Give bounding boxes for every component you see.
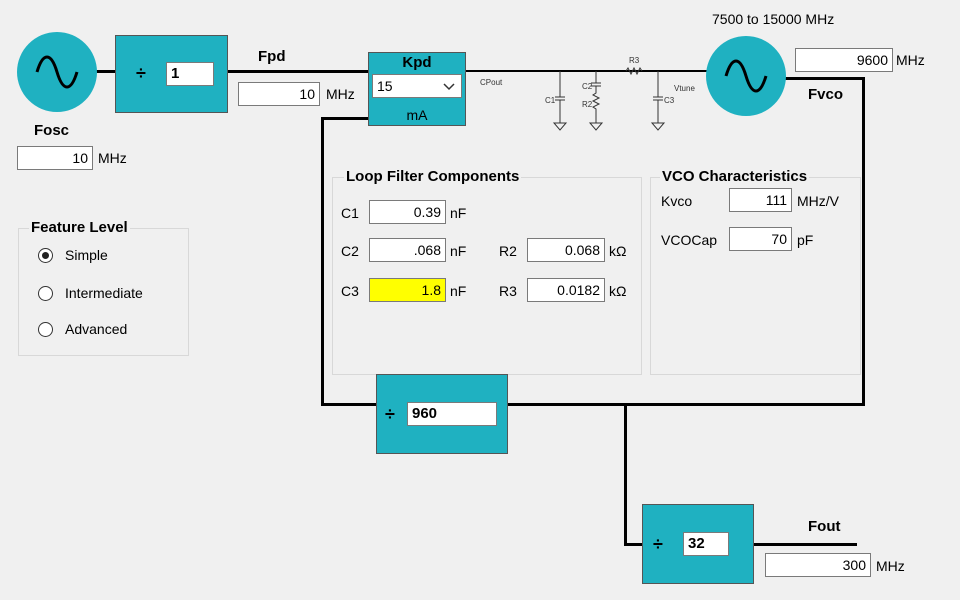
loop-filter-schematic [552, 66, 666, 131]
schematic-c2-label: C2 [582, 82, 593, 91]
loop-filter-title: Loop Filter Components [344, 168, 522, 185]
output-divider-block: ÷ 32 [642, 504, 754, 584]
charge-pump-block: Kpd 15 mA [368, 52, 466, 126]
vtune-label: Vtune [674, 84, 695, 93]
vco-characteristics-title: VCO Characteristics [660, 168, 810, 185]
wire-out [754, 543, 857, 546]
radio-intermediate[interactable] [38, 286, 53, 301]
kpd-unit: mA [406, 107, 428, 123]
r2-label: R2 [499, 243, 517, 259]
radio-advanced[interactable] [38, 322, 53, 337]
radio-intermediate-label[interactable]: Intermediate [65, 285, 143, 301]
wire-to-out-div-down [624, 403, 627, 545]
fvco-unit: MHz [896, 52, 925, 68]
fvco-label: Fvco [808, 86, 844, 103]
fvco-input[interactable]: 9600 [795, 48, 893, 72]
fpd-unit: MHz [326, 86, 355, 102]
c1-unit: nF [450, 205, 467, 221]
wire-osc-to-r [95, 70, 115, 73]
r2-unit: kΩ [609, 243, 627, 259]
c2-unit: nF [450, 243, 467, 259]
cpout-label: CPout [480, 78, 503, 87]
sine-wave-icon [724, 59, 768, 93]
kpd-select-value: 15 [377, 78, 393, 94]
wire-kpd-to-vco [466, 70, 710, 72]
wire-feedback-left [321, 403, 376, 406]
c1-input[interactable]: 0.39 [369, 200, 446, 224]
kvco-input[interactable]: 111 [729, 188, 792, 212]
reference-oscillator [17, 32, 97, 112]
sine-wave-icon [35, 55, 79, 89]
c1-label: C1 [341, 205, 359, 221]
divide-icon: ÷ [385, 404, 395, 424]
vcocap-label: VCOCap [661, 232, 718, 248]
fpd-input[interactable]: 10 [238, 82, 320, 106]
fout-label: Fout [808, 518, 841, 535]
n-divider-input[interactable]: 960 [407, 402, 497, 426]
kvco-label: Kvco [661, 193, 693, 209]
schematic-c3-label: C3 [664, 96, 675, 105]
r2-input[interactable]: 0.068 [527, 238, 605, 262]
vco-oscillator [706, 36, 786, 116]
r3-label: R3 [499, 283, 517, 299]
r3-input[interactable]: 0.0182 [527, 278, 605, 302]
c2-input[interactable]: .068 [369, 238, 446, 262]
fpd-label: Fpd [258, 48, 286, 65]
kpd-select[interactable]: 15 [372, 74, 462, 98]
r-divider-input[interactable]: 1 [166, 62, 214, 86]
divide-icon: ÷ [653, 534, 663, 554]
feature-level-title: Feature Level [29, 219, 130, 236]
wire-vco-right-top [765, 77, 863, 80]
c3-unit: nF [450, 283, 467, 299]
vcocap-input[interactable]: 70 [729, 227, 792, 251]
wire-r-to-kpd [228, 70, 368, 73]
schematic-r2-label: R2 [582, 100, 593, 109]
fout-unit: MHz [876, 558, 905, 574]
fosc-unit: MHz [98, 150, 127, 166]
wire-feedback-up [321, 117, 324, 406]
radio-simple[interactable] [38, 248, 53, 263]
r-divider-block: ÷ 1 [115, 35, 228, 113]
fout-input[interactable]: 300 [765, 553, 871, 577]
schematic-c1-label: C1 [545, 96, 556, 105]
n-divider-block: ÷ 960 [376, 374, 508, 454]
r3-unit: kΩ [609, 283, 627, 299]
fosc-label: Fosc [34, 122, 70, 139]
chevron-down-icon [443, 83, 455, 91]
wire-to-out-div [624, 543, 642, 546]
vcocap-unit: pF [797, 232, 814, 248]
kpd-label: Kpd [402, 54, 432, 71]
c2-label: C2 [341, 243, 359, 259]
radio-advanced-label[interactable]: Advanced [65, 321, 128, 337]
kvco-unit: MHz/V [797, 193, 839, 209]
vco-range-label: 7500 to 15000 MHz [712, 11, 835, 27]
wire-vco-right-down [862, 77, 865, 404]
c3-input[interactable]: 1.8 [369, 278, 446, 302]
schematic-r3-label: R3 [629, 56, 640, 65]
wire-feedback-right [508, 403, 865, 406]
c3-label: C3 [341, 283, 359, 299]
fosc-input[interactable]: 10 [17, 146, 93, 170]
output-divider-input[interactable]: 32 [683, 532, 729, 556]
wire-feedback-to-kpd [321, 117, 368, 120]
divide-icon: ÷ [136, 63, 146, 83]
radio-simple-label[interactable]: Simple [65, 247, 108, 263]
